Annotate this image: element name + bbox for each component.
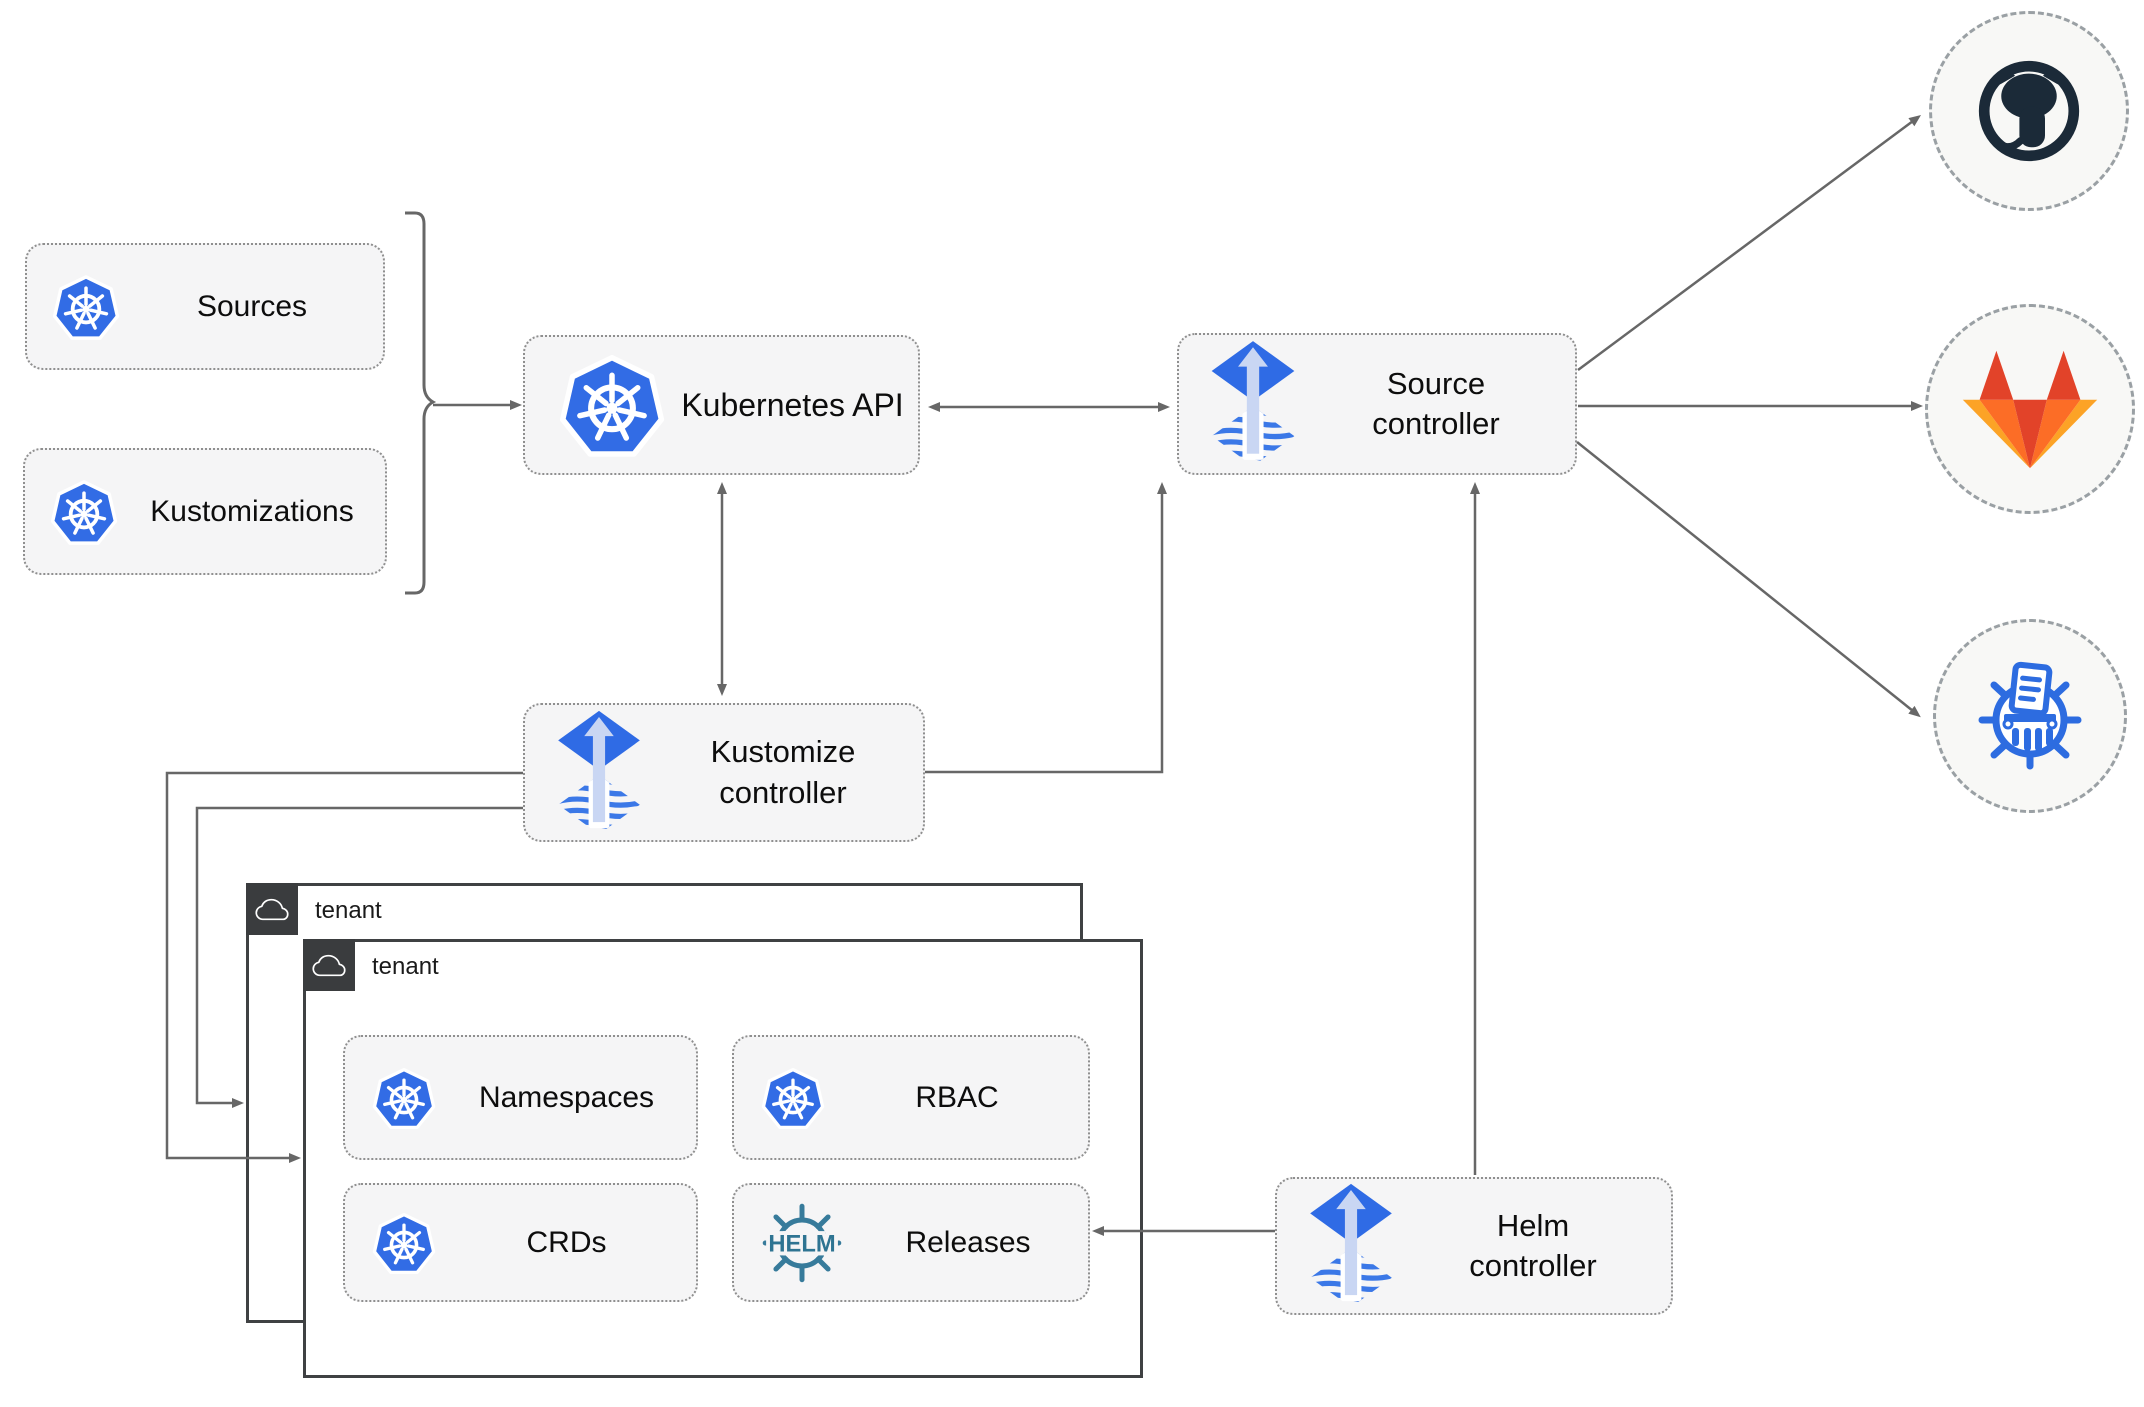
node-label: Source controller (1372, 365, 1500, 441)
brace-sources-kustomizations (405, 211, 437, 595)
sources-node: Sources (25, 243, 385, 370)
tenant-label: tenant (315, 897, 382, 924)
source-controller-node: Source controller (1177, 333, 1577, 475)
node-label: Kustomizations (150, 494, 354, 528)
kubernetes-icon (371, 1065, 437, 1131)
node-label: Namespaces (478, 1080, 655, 1114)
node-label: Kustomize controller (710, 734, 856, 810)
flux-icon (555, 710, 643, 836)
gitlab-circle (1925, 304, 2135, 514)
kustomize-controller-node: Kustomize controller (523, 703, 925, 842)
cloud-icon (312, 954, 346, 976)
namespaces-node: Namespaces (343, 1035, 698, 1160)
kustomizations-node: Kustomizations (23, 448, 387, 575)
chartmuseum-circle (1933, 619, 2127, 813)
kubernetes-icon (760, 1065, 826, 1131)
releases-node: HELM Releases (732, 1183, 1090, 1302)
arrow-source-controller-to-github (1577, 115, 1922, 372)
arrow-source-controller-to-chartmuseum (1576, 441, 1921, 718)
rbac-node: RBAC (732, 1035, 1090, 1160)
crds-node: CRDs (343, 1183, 698, 1302)
gitlab-icon (1962, 350, 2098, 468)
flux-icon (1209, 340, 1297, 468)
cloud-icon (255, 898, 289, 920)
kubernetes-api-node: Kubernetes API (523, 335, 920, 475)
node-label: RBAC (915, 1080, 999, 1114)
tenant-label: tenant (372, 953, 439, 980)
github-icon (1978, 60, 2080, 162)
node-label: Sources (196, 289, 308, 323)
node-label: Kubernetes API (681, 386, 904, 423)
kubernetes-icon (51, 272, 121, 342)
helm-icon: HELM (756, 1197, 848, 1289)
node-label: Releases (905, 1225, 1031, 1259)
flux-icon (1307, 1183, 1395, 1309)
arrow-kustomize-to-source-controller (925, 482, 1167, 774)
node-label: Helm controller (1469, 1207, 1597, 1283)
github-circle (1929, 11, 2129, 211)
node-label: CRDs (526, 1225, 607, 1259)
chartmuseum-icon (1978, 661, 2082, 770)
helm-controller-node: Helm controller (1275, 1177, 1673, 1315)
tenant-header (303, 939, 355, 991)
kubernetes-icon (49, 477, 119, 547)
kubernetes-icon (371, 1210, 437, 1276)
kubernetes-icon (557, 350, 667, 460)
tenant-header (246, 883, 298, 935)
svg-text:HELM: HELM (768, 1230, 835, 1257)
